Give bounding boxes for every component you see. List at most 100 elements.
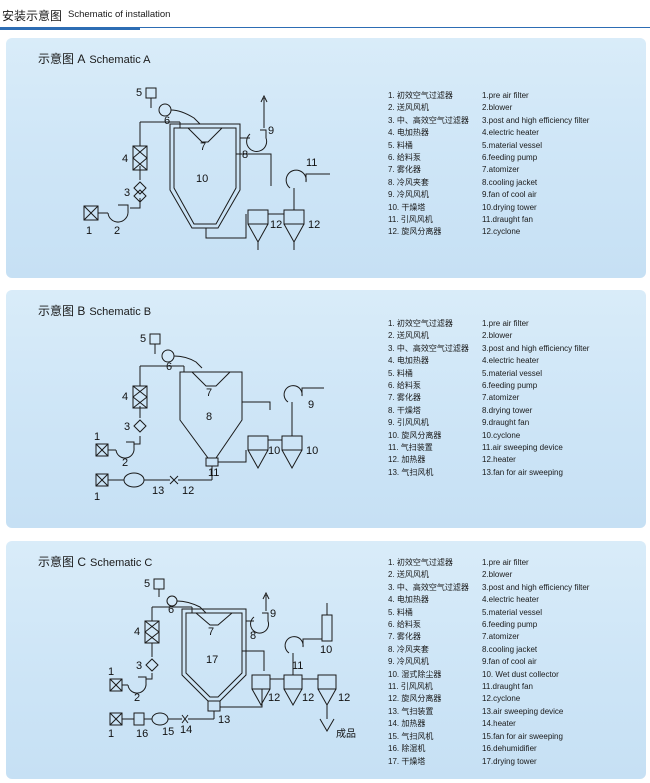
panel-b-title-en: Schematic B	[89, 306, 152, 318]
label-c-14: 14	[180, 724, 192, 736]
legend-en: 14.heater	[482, 719, 516, 729]
legend-cn: 1. 初效空气过滤器	[388, 319, 453, 328]
label-a-12a: 12	[270, 219, 282, 231]
drying-tower-shape	[173, 127, 237, 225]
legend-cn: 7. 雾化器	[388, 632, 421, 642]
label-b-5: 5	[140, 333, 146, 345]
legend-en: 1.pre air filter	[482, 558, 529, 567]
legend-cn: 8. 干燥塔	[388, 405, 421, 415]
legend-en: 9.draught fan	[482, 418, 530, 428]
legend-en: 13.air sweeping device	[482, 706, 564, 716]
legend-en: 10.drying tower	[482, 202, 537, 212]
panel-a-title-cn: 示意图 A	[38, 52, 86, 66]
legend-cn: 5. 料桶	[388, 368, 413, 378]
legend-cn: 2. 送风风机	[388, 103, 429, 113]
legend-en: 1.pre air filter	[482, 91, 529, 100]
label-c-13: 13	[218, 714, 230, 726]
label-c-1a: 1	[108, 666, 114, 678]
legend-en: 8.drying tower	[482, 405, 533, 415]
legend-cn: 17. 干燥塔	[388, 756, 426, 766]
label-b-4: 4	[122, 391, 128, 403]
legend-en: 11.draught fan	[482, 215, 534, 225]
legend-row: 11. 气扫装置 11.air sweeping device	[388, 442, 589, 454]
legend-cn: 1. 初效空气过滤器	[388, 91, 453, 100]
header-title-cn: 安装示意图	[2, 9, 63, 23]
legend-cn: 9. 冷风风机	[388, 657, 429, 667]
label-a-12b: 12	[308, 219, 320, 231]
header-accent	[0, 28, 140, 30]
label-c-4: 4	[134, 626, 140, 638]
label-c-12a: 12	[268, 692, 280, 704]
label-a-2: 2	[114, 225, 120, 237]
legend-row: 14. 加热器 14.heater	[388, 718, 589, 730]
legend-en: 12.cyclone	[482, 227, 521, 237]
legend-en: 5.material vessel	[482, 368, 543, 378]
legend-en: 8.cooling jacket	[482, 177, 538, 187]
label-b-6: 6	[166, 361, 172, 373]
label-c-1b: 1	[108, 728, 114, 740]
legend-cn: 7. 雾化器	[388, 393, 421, 403]
legend-cn: 5. 料桶	[388, 140, 413, 150]
legend-cn: 6. 给料泵	[388, 620, 421, 630]
legend-cn: 10. 湿式除尘器	[388, 669, 442, 679]
legend-cn: 9. 冷风风机	[388, 190, 429, 200]
legend-cn: 8. 冷风夹套	[388, 644, 429, 654]
label-c-16: 16	[136, 728, 148, 740]
legend-cn: 2. 送风风机	[388, 570, 429, 580]
diagram-a: 1 2 3 4 5 6 7 8 9 10 11 12 12	[83, 87, 330, 250]
label-b-9: 9	[308, 399, 314, 411]
legend-en: 9.fan of cool air	[482, 657, 537, 667]
legend-cn: 4. 电加热器	[388, 128, 429, 138]
diagram-b: 1 1 2 3 4 5 6 7 8 9 10 10 11 12 13	[94, 333, 324, 503]
panel-a-title-en: Schematic A	[89, 54, 151, 66]
label-b-11: 11	[208, 467, 219, 479]
legend-cn: 7. 雾化器	[388, 165, 421, 175]
diagram-c: 1 1 2 3 4 5 6 7 8 9 10 11 12 12 12 13 14…	[108, 578, 356, 740]
label-b-10a: 10	[268, 445, 280, 457]
legend-en: 1.pre air filter	[482, 319, 529, 328]
legend-cn: 3. 中、高效空气过滤器	[388, 343, 469, 353]
panel-c-title-cn: 示意图 C	[38, 555, 87, 569]
panel-c-title-en: Schematic C	[90, 557, 153, 569]
legend-cn: 12. 旋风分离器	[388, 694, 442, 704]
legend-en: 17.drying tower	[482, 756, 537, 766]
legend-cn: 11. 气扫装置	[388, 443, 433, 453]
label-c-6: 6	[168, 604, 174, 616]
blower-shape	[107, 204, 129, 223]
label-c-7: 7	[208, 626, 214, 638]
legend-cn: 14. 加热器	[388, 719, 426, 729]
legend-row: 9. 冷风风机 9.fan of cool air	[388, 656, 589, 668]
label-a-3: 3	[124, 187, 130, 199]
legend-row: 17. 干燥塔 17.drying tower	[388, 756, 589, 768]
header-title-en: Schematic of installation	[68, 9, 171, 20]
label-c-2: 2	[134, 692, 140, 704]
label-a-1: 1	[86, 225, 92, 237]
label-a-4: 4	[122, 153, 128, 165]
label-a-9: 9	[268, 125, 274, 137]
legend-en: 11.air sweeping device	[482, 443, 563, 453]
legend-en: 4.electric heater	[482, 595, 539, 605]
legend-en: 3.post and high efficiency filter	[482, 115, 590, 125]
